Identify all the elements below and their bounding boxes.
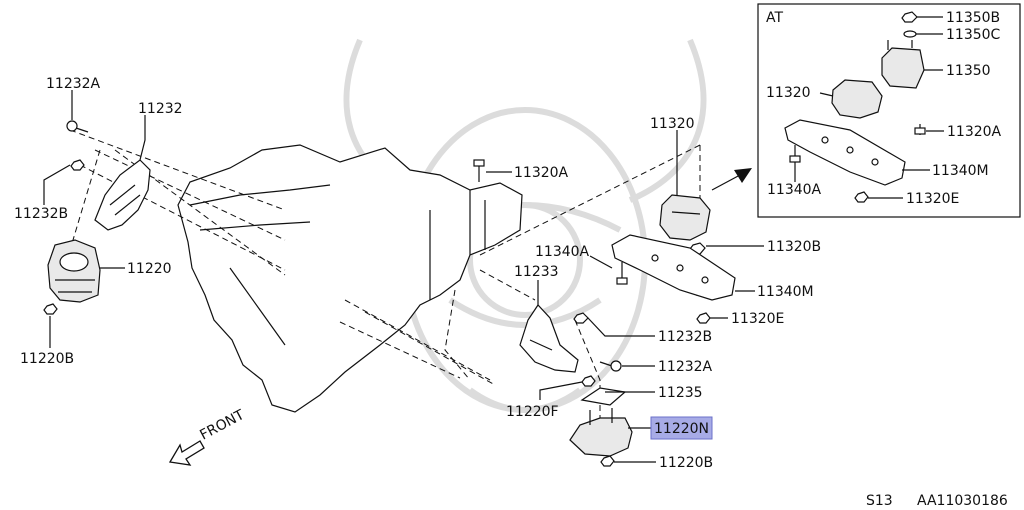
label-11232B-left[interactable]: 11232B <box>14 206 68 222</box>
crossmember-11340M-mid <box>611 234 736 301</box>
nut-11220B-left <box>43 303 58 315</box>
label-11220N[interactable]: 11220N <box>654 421 709 437</box>
label-front: FRONT <box>197 407 247 444</box>
label-11232B-right[interactable]: 11232B <box>658 329 712 345</box>
bolt-11320A-mid <box>473 159 485 182</box>
label-11340A-mid[interactable]: 11340A <box>535 244 590 260</box>
bolt-11232A-left <box>66 120 89 133</box>
part-labels: 11232A 11232 11232B 11220 11220B 11320A … <box>14 10 1008 509</box>
inset-nut-11350B <box>901 11 918 23</box>
bolt-11232A-right <box>599 360 622 372</box>
inset-bolt-11340A <box>789 145 801 163</box>
label-11320-inset[interactable]: 11320 <box>766 85 811 101</box>
inset-mount-11350 <box>881 40 925 89</box>
label-11320A-inset[interactable]: 11320A <box>947 124 1002 140</box>
engine-block <box>177 144 523 413</box>
inset-washer-11350C <box>903 30 917 38</box>
label-11232A-left[interactable]: 11232A <box>46 76 101 92</box>
label-11340M-inset[interactable]: 11340M <box>932 163 989 179</box>
left-mount-11220 <box>47 239 101 303</box>
label-11340M-mid[interactable]: 11340M <box>757 284 814 300</box>
bolt-11340A-mid <box>616 262 628 285</box>
label-11320A-mid[interactable]: 11320A <box>514 165 569 181</box>
label-11233[interactable]: 11233 <box>514 264 559 280</box>
label-11350B[interactable]: 11350B <box>946 10 1000 26</box>
inset-title: AT <box>766 10 783 26</box>
inset-bolt-11320A <box>914 124 926 135</box>
label-11320E-mid[interactable]: 11320E <box>731 311 784 327</box>
label-11220B-left[interactable]: 11220B <box>20 351 74 367</box>
label-11232-left[interactable]: 11232 <box>138 101 183 117</box>
front-arrow-icon <box>168 440 205 466</box>
nut-11320E-mid <box>696 312 711 324</box>
inset-crossmember-11340M <box>784 119 906 186</box>
label-11232A-right[interactable]: 11232A <box>658 359 713 375</box>
label-11320-mid[interactable]: 11320 <box>650 116 695 132</box>
label-11220-left[interactable]: 11220 <box>127 261 172 277</box>
highlight-11220N <box>650 416 713 440</box>
nut-11232B-left <box>70 159 85 171</box>
label-11350[interactable]: 11350 <box>946 63 991 79</box>
label-11340A-inset[interactable]: 11340A <box>767 182 822 198</box>
inset-arrow <box>711 168 752 191</box>
footer-model: S13 <box>866 493 893 509</box>
bracket-11233 <box>519 304 579 373</box>
label-11220F[interactable]: 11220F <box>506 404 559 420</box>
upper-mount-11320-mid <box>659 194 711 241</box>
left-bracket-11232 <box>94 159 151 231</box>
inset-mount-11320 <box>831 79 883 119</box>
footer-code: AA11030186 <box>917 493 1008 509</box>
mount-11220N <box>569 408 633 457</box>
label-11320B-mid[interactable]: 11320B <box>767 239 821 255</box>
inset-panel <box>757 3 1021 218</box>
label-11235[interactable]: 11235 <box>658 385 703 401</box>
leader-lines <box>43 16 944 463</box>
inset-nut-11320E <box>854 191 869 203</box>
label-11350C[interactable]: 11350C <box>946 27 1001 43</box>
label-11220B-right[interactable]: 11220B <box>659 455 713 471</box>
label-11320E-inset[interactable]: 11320E <box>906 191 959 207</box>
nut-11232B-right <box>573 312 589 324</box>
nut-11220B-right <box>600 455 615 467</box>
